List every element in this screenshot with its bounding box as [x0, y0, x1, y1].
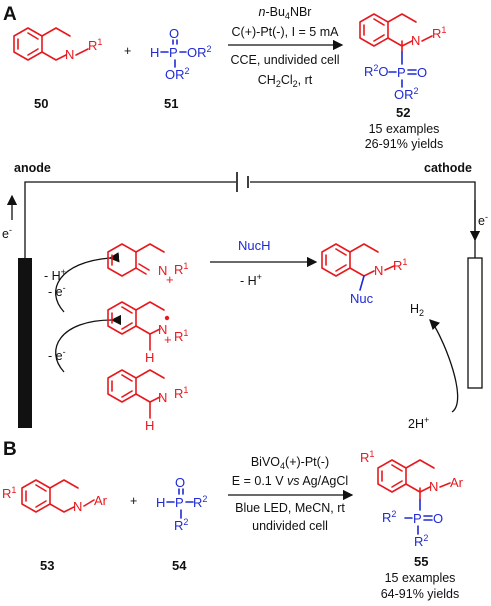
compound-51-structure: H P O OR2 OR2: [150, 26, 212, 82]
amine-substrate: [107, 369, 165, 419]
compound-52-examples: 15 examples: [369, 122, 440, 136]
o-label: O: [175, 475, 185, 490]
r1-label: R1: [2, 485, 16, 501]
conditions-a-line4: CH2Cl2, rt: [258, 73, 313, 89]
h-label: H: [145, 418, 154, 433]
ar-label: Ar: [94, 493, 108, 508]
section-a-label: A: [3, 4, 17, 25]
anode-electrode: [18, 258, 32, 428]
iminium-plus: +: [166, 272, 174, 287]
radical-cation-intermediate: [107, 301, 165, 351]
bond: [83, 499, 95, 507]
nuch-label: NucH: [238, 238, 271, 253]
compound-51-number: 51: [164, 96, 178, 111]
r1-label: R1: [174, 328, 188, 344]
anode-curved-arrow-bottom: [55, 314, 122, 373]
r2-left: R2: [382, 509, 396, 525]
e-minus-right: e-: [478, 212, 488, 228]
cathode-curved-arrow: [429, 319, 459, 413]
nuc-product: [321, 243, 379, 277]
anode-label: anode: [14, 161, 51, 175]
r1-label: R1: [360, 449, 374, 465]
r1-label: R1: [432, 25, 446, 41]
r1-label: R1: [174, 261, 188, 277]
two-h-plus-label: 2H+: [408, 415, 429, 431]
n-label: N: [374, 263, 383, 278]
radical-plus: +: [164, 332, 172, 347]
bond: [75, 48, 89, 56]
compound-55-yields: 64-91% yields: [381, 587, 460, 601]
anode-curved-arrow-top: [54, 252, 120, 313]
compound-54-structure: H P O R2 R2: [156, 475, 207, 533]
o-label: O: [417, 65, 427, 80]
bond: [421, 35, 433, 42]
cathode-electrode: [467, 257, 483, 389]
r2o-label: R2O: [364, 63, 389, 79]
r1-label: R1: [174, 385, 188, 401]
conditions-b-line4: undivided cell: [252, 519, 328, 533]
compound-55-number: 55: [414, 554, 428, 569]
r1-label: R1: [393, 257, 407, 273]
minus-h-label: - H+: [44, 267, 66, 283]
compound-55-structure: [377, 459, 435, 493]
cathode-label: cathode: [424, 161, 472, 175]
plus-b: +: [130, 494, 137, 508]
or2-right: OR2: [187, 44, 212, 60]
bond: [359, 275, 365, 291]
ar-label: Ar: [450, 475, 464, 490]
nuc-label: Nuc: [350, 291, 374, 306]
conditions-b-line2: E = 0.1 V vs Ag/AgCl: [232, 474, 348, 488]
or2-bottom: OR2: [165, 66, 190, 82]
n-label: N: [411, 33, 420, 48]
circuit-wire-left: [24, 181, 236, 258]
iminium-intermediate: [107, 243, 165, 277]
p-label: P: [397, 65, 406, 80]
minus-e-bottom: - e-: [48, 347, 66, 363]
o-label: O: [433, 511, 443, 526]
compound-50-n: N: [65, 47, 74, 62]
n-label: N: [158, 263, 167, 278]
radical-dot: [164, 315, 170, 321]
n-label: N: [158, 322, 167, 337]
compound-52-number: 52: [396, 105, 410, 120]
bond: [439, 482, 451, 488]
section-b-label: B: [3, 439, 17, 460]
minus-h-arrow-label: - H+: [240, 272, 262, 288]
r2-right: R2: [193, 494, 207, 510]
h-label: H: [156, 495, 165, 510]
minus-e-top: - e-: [48, 283, 66, 299]
o-label: O: [169, 26, 179, 41]
compound-53-number: 53: [40, 558, 54, 573]
p-label: P: [169, 45, 178, 60]
conditions-a-line1: n-Bu4NBr: [259, 5, 312, 21]
compound-50-number: 50: [34, 96, 48, 111]
compound-55-examples: 15 examples: [385, 571, 456, 585]
compound-52-structure: [359, 13, 417, 47]
compound-52-yields: 26-91% yields: [365, 137, 444, 151]
e-minus-left: e-: [2, 225, 12, 241]
compound-54-number: 54: [172, 558, 187, 573]
compound-50-r1: R1: [88, 37, 102, 53]
r2-bottom: R2: [174, 517, 188, 533]
conditions-a-line2: C(+)-Pt(-), I = 5 mA: [232, 25, 340, 39]
p-label: P: [175, 495, 184, 510]
h-label: H: [145, 350, 154, 365]
n-label: N: [73, 499, 82, 514]
circuit-wire-right: [250, 181, 476, 258]
n-label: N: [429, 479, 438, 494]
compound-50-structure: [13, 27, 71, 61]
conditions-b-line1: BiVO4(+)-Pt(-): [251, 455, 329, 471]
plus-a: +: [124, 44, 131, 58]
or2-label: OR2: [394, 86, 419, 102]
conditions-b-line3: Blue LED, MeCN, rt: [235, 501, 345, 515]
n-label: N: [158, 390, 167, 405]
h-label: H: [150, 45, 159, 60]
h2-label: H2: [410, 302, 424, 318]
p-label: P: [413, 511, 422, 526]
conditions-a-line3: CCE, undivided cell: [230, 53, 339, 67]
compound-53-structure: [21, 479, 79, 513]
bond: [384, 265, 395, 271]
r2-bottom: R2: [414, 533, 428, 549]
